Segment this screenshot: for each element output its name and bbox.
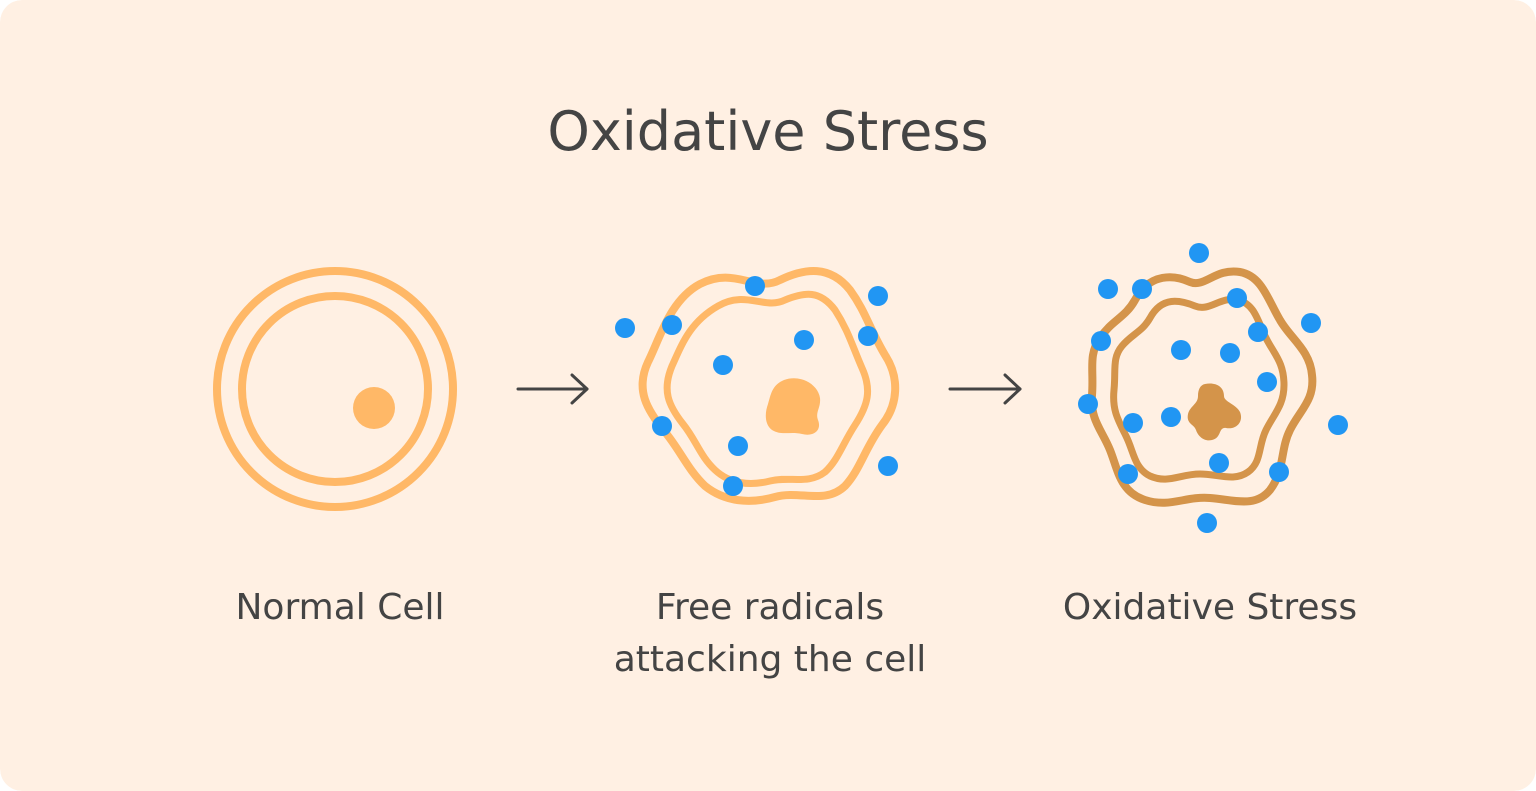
attacked-cell-inner-membrane	[663, 290, 872, 487]
normal-cell-label: Normal Cell	[235, 587, 445, 628]
free-radical	[1257, 372, 1277, 392]
arrow-right-icon	[516, 373, 589, 405]
free-radical	[1118, 464, 1138, 484]
damaged-cell-nucleus	[1187, 383, 1242, 441]
free-radical	[1301, 313, 1321, 333]
free-radical	[1098, 279, 1118, 299]
free-radical	[1209, 453, 1229, 473]
free-radical	[1197, 513, 1217, 533]
free-radicals	[615, 276, 898, 496]
free-radical	[1078, 394, 1098, 414]
free-radical	[1189, 243, 1209, 263]
free-radical	[615, 318, 635, 338]
free-radical	[1328, 415, 1348, 435]
free-radical	[1227, 288, 1247, 308]
free-radical	[858, 326, 878, 346]
normal-cell-outer-membrane	[213, 267, 457, 511]
free-radicals-label-line: Free radicals	[655, 587, 885, 628]
free-radical	[728, 436, 748, 456]
free-radical	[1248, 322, 1268, 342]
page-title: Oxidative Stress	[547, 100, 989, 163]
arrow-right-icon	[948, 373, 1022, 405]
oxidative-stress-label: Oxidative Stress	[1062, 587, 1358, 628]
free-radical	[652, 416, 672, 436]
free-radicals-label-line: attacking the cell	[613, 639, 927, 680]
free-radical	[868, 286, 888, 306]
free-radical	[662, 315, 682, 335]
attacked-cell-outer-membrane	[638, 267, 900, 505]
damaged-cell	[1078, 243, 1348, 533]
free-radical	[1091, 331, 1111, 351]
free-radical	[1132, 279, 1152, 299]
free-radical	[1269, 462, 1289, 482]
free-radical	[713, 355, 733, 375]
free-radical	[1123, 413, 1143, 433]
free-radical	[794, 330, 814, 350]
free-radical	[1220, 343, 1240, 363]
attacked-cell	[615, 267, 900, 505]
free-radical	[745, 276, 765, 296]
normal-cell-inner-membrane	[238, 292, 432, 486]
normal-cell-nucleus	[353, 387, 395, 429]
free-radicals-label: Free radicals attacking the cell	[570, 582, 970, 686]
free-radical	[723, 476, 743, 496]
free-radical	[1161, 407, 1181, 427]
free-radicals	[1078, 243, 1348, 533]
free-radical	[878, 456, 898, 476]
free-radical	[1171, 340, 1191, 360]
attacked-cell-nucleus	[765, 378, 821, 435]
normal-cell	[213, 267, 457, 511]
